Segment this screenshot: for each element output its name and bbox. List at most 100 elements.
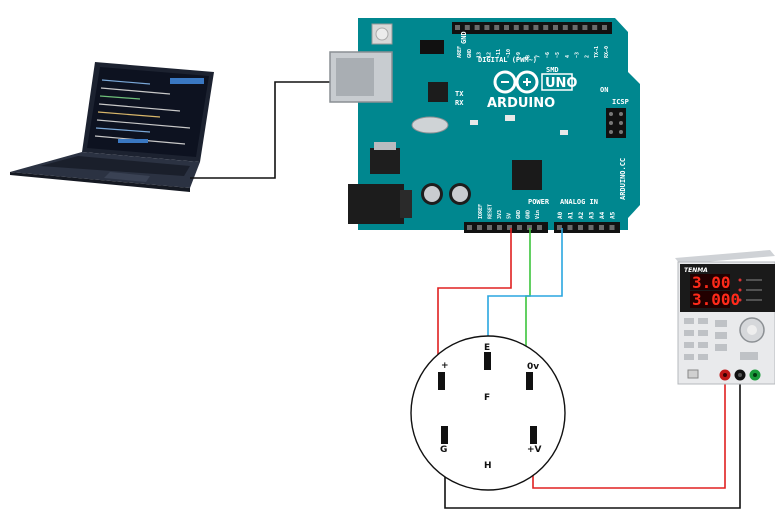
pin-g [441, 426, 448, 444]
smd-part [560, 130, 568, 135]
header-hole [543, 25, 549, 30]
pin-plus [438, 372, 445, 390]
header-hole [527, 225, 532, 230]
pin-label: 5V [507, 213, 513, 219]
pin-h-label: H [484, 461, 492, 471]
pin-plus-label: + [441, 361, 449, 371]
arduino-brand-text: ARDUINO [487, 96, 555, 111]
header-hole [599, 225, 604, 230]
laptop-keyboard [40, 156, 190, 176]
pin-label: GND [526, 210, 532, 219]
usb-cable [190, 81, 335, 179]
header-hole [553, 25, 558, 30]
psu-top [675, 250, 775, 264]
arduino-uno-board: ARDUINO UNO SMD DIGITAL (PWM~) ON ICSP T… [329, 18, 640, 233]
header-hole [513, 25, 519, 30]
pin-label: ~6 [545, 52, 551, 58]
pin-label: GND [467, 49, 473, 58]
icsp2-header [420, 40, 444, 54]
laptop-trackpad [104, 172, 150, 182]
header-hole [474, 25, 480, 30]
header-hole [523, 25, 529, 30]
pin-label: 12 [486, 52, 492, 58]
bottom-header-holes [467, 225, 615, 230]
pin-label: ~9 [516, 52, 522, 58]
crystal-oscillator [411, 116, 449, 134]
power-header [464, 222, 548, 233]
smd-part [470, 120, 478, 125]
wire-red-5v [437, 228, 512, 378]
power-label: POWER [528, 198, 550, 206]
header-hole [487, 225, 492, 230]
psu-voltage-window [690, 274, 730, 290]
smd-part [505, 115, 515, 121]
arduino-pcb [358, 18, 640, 230]
header-hole [455, 25, 460, 30]
pin-e-label: E [484, 343, 490, 353]
pin-label: TX→1 [594, 46, 600, 58]
psu-brand: TENMA [684, 267, 708, 274]
pin-label: IOREF [478, 204, 484, 219]
regulator-tab [374, 142, 396, 150]
psu-current-display: 3.000 [692, 290, 740, 309]
header-hole [477, 225, 482, 230]
wire-blue-a0 [487, 228, 563, 356]
pin-label: Vin [535, 210, 541, 219]
header-hole [507, 225, 512, 230]
pin-label: A1 [568, 211, 575, 219]
header-hole [578, 225, 583, 230]
psu-terminal-black-hole [738, 373, 742, 377]
arduino-logo [493, 70, 539, 94]
pin-label: A0 [557, 211, 564, 219]
analog-label: ANALOG IN [560, 198, 598, 206]
pin-plus-v-label: +V [527, 445, 542, 455]
digital-header [452, 22, 612, 34]
header-hole [572, 25, 578, 30]
main-mcu-chip [512, 160, 542, 190]
dc-jack-side [400, 190, 412, 218]
header-hole [517, 225, 522, 230]
pin-label: ~3 [575, 52, 581, 58]
pin-0v [526, 372, 533, 390]
tx-label: TX [455, 90, 464, 98]
header-hole [494, 25, 500, 30]
pin-e [484, 352, 491, 370]
on-label: ON [600, 86, 608, 94]
pin-0v-label: 0v [527, 362, 539, 372]
pin-label: AREF [457, 46, 463, 58]
pin-label: ~5 [555, 52, 561, 58]
pin-g-label: G [440, 445, 447, 455]
psu-terminal-green-hole [753, 373, 757, 377]
capacitors [421, 183, 471, 205]
header-hole [504, 25, 509, 30]
psu-current-window [690, 291, 730, 308]
psu-indicator-leds [738, 278, 762, 302]
pin-label: 4 [565, 55, 571, 58]
psu-buttons [684, 318, 758, 360]
header-hole [567, 225, 573, 230]
reset-button-cap [375, 27, 389, 41]
pin-label: ~11 [496, 49, 502, 58]
header-hole [582, 25, 588, 30]
psu-power-switch[interactable] [687, 369, 699, 379]
pin-label: RX←0 [604, 46, 610, 58]
header-hole [609, 225, 615, 230]
usb-b-jack-inner [336, 58, 374, 96]
pin-label: GND [516, 210, 522, 219]
icsp-header [606, 108, 626, 138]
sensor-connector: + E 0v F G +V H [410, 335, 566, 491]
header-hole [467, 225, 472, 230]
analog-header [554, 222, 620, 233]
laptop [10, 62, 214, 192]
header-hole [464, 25, 470, 30]
dc-barrel-jack [348, 184, 404, 224]
digital-header-holes [455, 25, 607, 30]
pin-plus-v [530, 426, 537, 444]
pin-label: 7 [535, 55, 541, 58]
header-hole [562, 25, 568, 30]
digital-label: DIGITAL (PWM~) [478, 56, 537, 64]
